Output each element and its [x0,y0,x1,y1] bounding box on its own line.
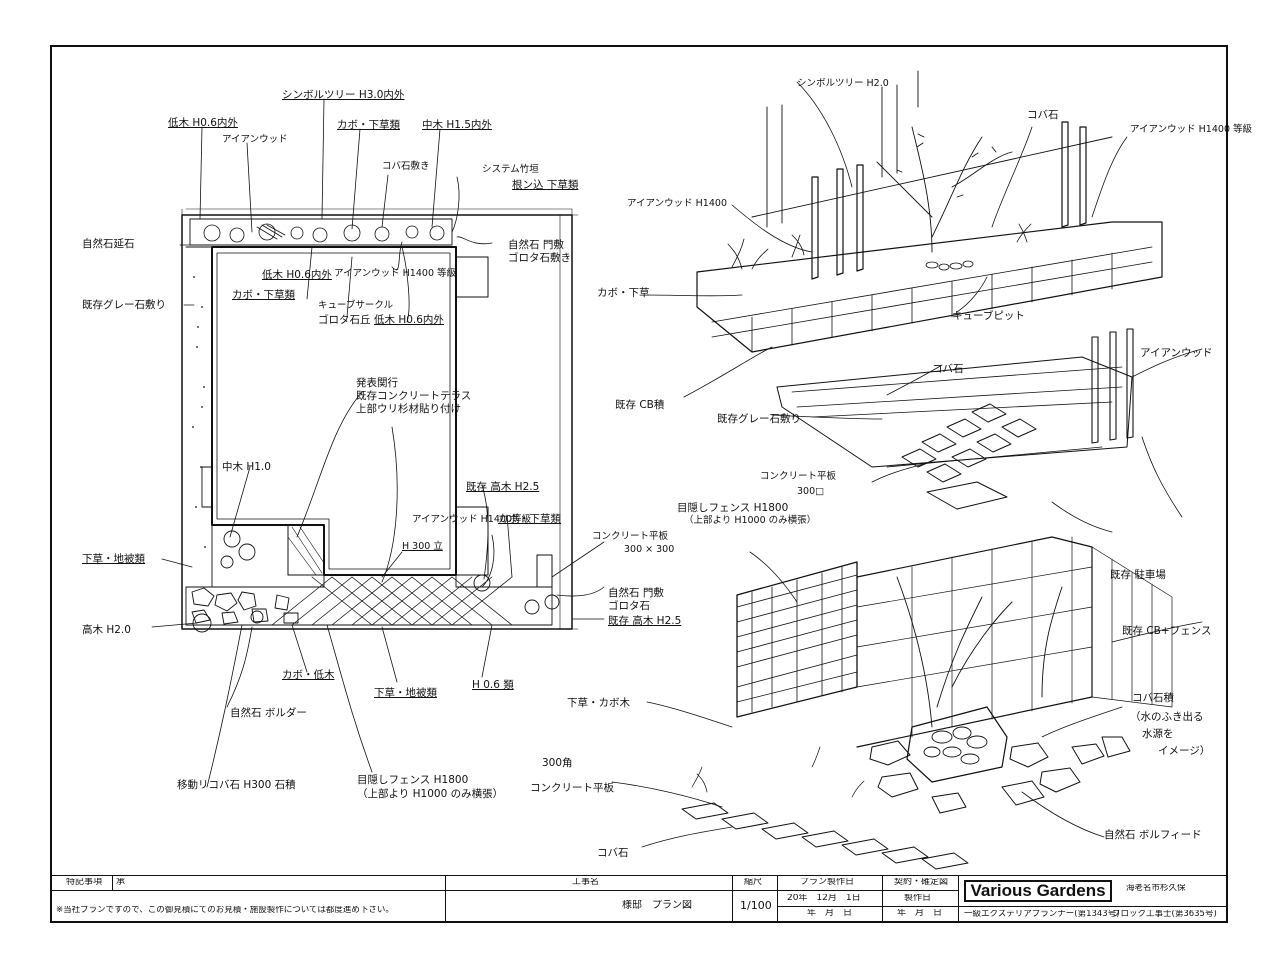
license-1: 一級エクステリアプランナー(第1343号) [964,910,1120,919]
notes-text: ※当社プランですので、この御見積にてのお見積・施設製作については都度進め下さい。 [56,906,394,915]
label-system-trellis: システム竹垣 [482,164,539,175]
persp-label-kobaishi-2: コバ石 [932,363,964,375]
drawing-sheet: シンボルツリー H3.0内外 低木 H0.6内外 アイアンウッド カボ・下草類 … [50,45,1252,923]
lattice-paving [271,576,513,626]
persp-label-existing-gravel: 既存グレー石敷り [717,413,801,425]
persp-label-ironwood-right: アイアンウッド [1140,347,1213,359]
landscape-drawing [151,70,1203,870]
label-ironwood-h1400: アイアンウッド H1400 等級 [334,268,457,279]
persp-label-concrete-300: 300角 [542,757,573,769]
label-gorota-stone: ゴロタ石丘 [318,314,371,326]
label-gorota-2: ゴロタ石 [608,600,650,612]
label-terrace-2: 既存コンクリートテラス [356,390,472,402]
persp-label-kobaishi-stack: コバ石積 [1132,692,1174,704]
perspective-bottom [611,501,1203,870]
label-kabo-low: カボ・低木 [282,669,335,681]
special-notes-value: 承 [116,878,126,887]
persp-label-kabo-shitagusa: カボ・下草 [597,287,650,299]
license-2: ブロック工事士(第3635号) [1112,910,1217,919]
label-kabo-shitagusa-3: カボ・下草類 [498,513,561,525]
persp-label-ironwood-left: アイアンウッド H1400 [627,198,727,209]
persp-label-concrete-paving-2: コンクリート平板 [530,782,614,794]
persp-label-water-2: 水源を [1142,728,1174,740]
label-cube-circle: キューブサークル [318,300,394,311]
persp-label-concrete-paving: コンクリート平板 [760,471,837,482]
stepping-stones [191,587,299,625]
label-h300: H 300 立 [402,541,443,552]
stone-basin [906,706,1008,783]
label-high-tree-h25: 既存 高木 H2.5 [466,481,540,493]
scale-value: 1/100 [740,900,772,912]
label-symbol-tree: シンボルツリー H3.0内外 [282,89,405,101]
persp-label-existing-cb: 既存 CB積 [615,399,665,411]
persp-label-concrete-size: 300□ [797,486,825,497]
plan-date-second: 年 月 日 [807,909,853,918]
label-low-tree-1: 低木 H0.6内外 [168,117,238,129]
project-label: 工事名 [572,878,600,887]
label-terrace-3: 上部ウリ杉材貼り付け [356,403,461,415]
label-screen-fence: 目隠しフェンス H1800 [357,774,469,786]
label-existing-gravel: 既存グレー石敷り [82,299,166,311]
perspective-top [646,70,1203,518]
flagstones [869,736,1131,814]
label-low-tree-2: 低木 H0.6内外 [262,269,332,281]
concrete-paver-path [681,802,969,870]
brand-logo: Various Gardens [964,880,1112,902]
label-low-tree-3: 低木 H0.6内外 [374,314,444,326]
label-groundcover-1: カボ・下草類 [337,119,400,131]
brand-address: 海老名市杉久保 [1126,884,1186,893]
label-h06: H 0.6 類 [472,679,514,691]
production-date-label: 製作日 [904,894,932,903]
persp-label-natural-stone-field: 自然石 ボルフィード [1104,829,1202,841]
scale-label: 縮尺 [744,878,763,887]
label-screen-fence-note: （上部より H1000 のみ横張） [357,788,504,800]
label-natural-stone-hole: 自然石延石 [82,238,135,250]
left-gravel-strip [185,246,213,588]
persp-label-cube-pit: キューブピット [952,310,1025,322]
plan-date-label: プラン製作日 [800,878,855,887]
plan-view [151,98,605,788]
label-mid-tree-h10: 中木 H1.0 [222,461,271,473]
persp-label-ironwood-top: アイアンウッド H1400 等級 [1130,124,1253,135]
production-date-value: 年 月 日 [897,909,943,918]
label-mid-tree-1: 中木 H1.5内外 [422,119,492,131]
label-kobaishi-h300: 移動リコバ石 H300 石積 [177,779,296,791]
persp-label-kobaishi: コバ石 [1027,109,1059,121]
persp-label-symbol-tree: シンボルツリー H2.0 [797,78,889,89]
persp-label-screen-fence: 目隠しフェンス H1800 [677,502,789,514]
label-ironwood-h1400-2: アイアンウッド H1400等級 [412,514,531,525]
title-block: 特記事項 承 ※当社プランですので、この御見積にてのお見積・施設製作については都… [52,875,1226,922]
label-ground-grass-1: 根ン込 下草類 [512,179,579,191]
persp-label-screen-fence-note: （上部より H1000 のみ横張） [684,515,817,526]
label-natural-stone-pave: 自然石 門敷 [508,239,564,251]
persp-label-existing-parking: 既存 駐車場 [1110,569,1166,581]
contract-label: 契約・確定図 [894,878,949,887]
label-concrete-paving-size: 300 × 300 [624,544,675,555]
project-name: 様邸 プラン図 [622,900,692,911]
persp-label-kobaishi-3: コバ石 [597,847,629,859]
label-kobaishi-1: コバ石敷き [382,161,430,172]
label-terrace-1: 発表関行 [356,377,398,389]
stepping-pavers-top [901,403,1037,483]
label-high-tree-h20: 高木 H2.0 [82,624,131,636]
label-block-stone-1: ゴロタ石敷き [508,252,571,264]
persp-label-water-3: イメージ） [1158,745,1211,757]
label-shitagusa-plant: 下草・地被類 [82,553,145,565]
persp-label-water-1: （水のふき出る [1130,711,1204,723]
persp-label-shitagusa-kabo: 下草・カボ木 [567,697,630,709]
plan-date-value: 20年 12月 1日 [787,894,861,903]
label-kabo-shitagusa-2: カボ・下草類 [232,289,295,301]
persp-label-existing-cb-fence: 既存 CB+フェンス [1122,625,1212,637]
special-notes-label: 特記事項 [66,878,103,887]
label-ironwood: アイアンウッド [222,134,288,145]
label-natural-stone-bollard: 自然石 ボルダー [230,707,307,719]
label-natural-stone-2: 自然石 門敷 [608,587,664,599]
label-high-tree-h25-2: 既存 高木 H2.5 [608,615,682,627]
label-concrete-paving: コンクリート平板 [592,531,669,542]
label-shitagusa-plant-2: 下草・地被類 [374,687,437,699]
